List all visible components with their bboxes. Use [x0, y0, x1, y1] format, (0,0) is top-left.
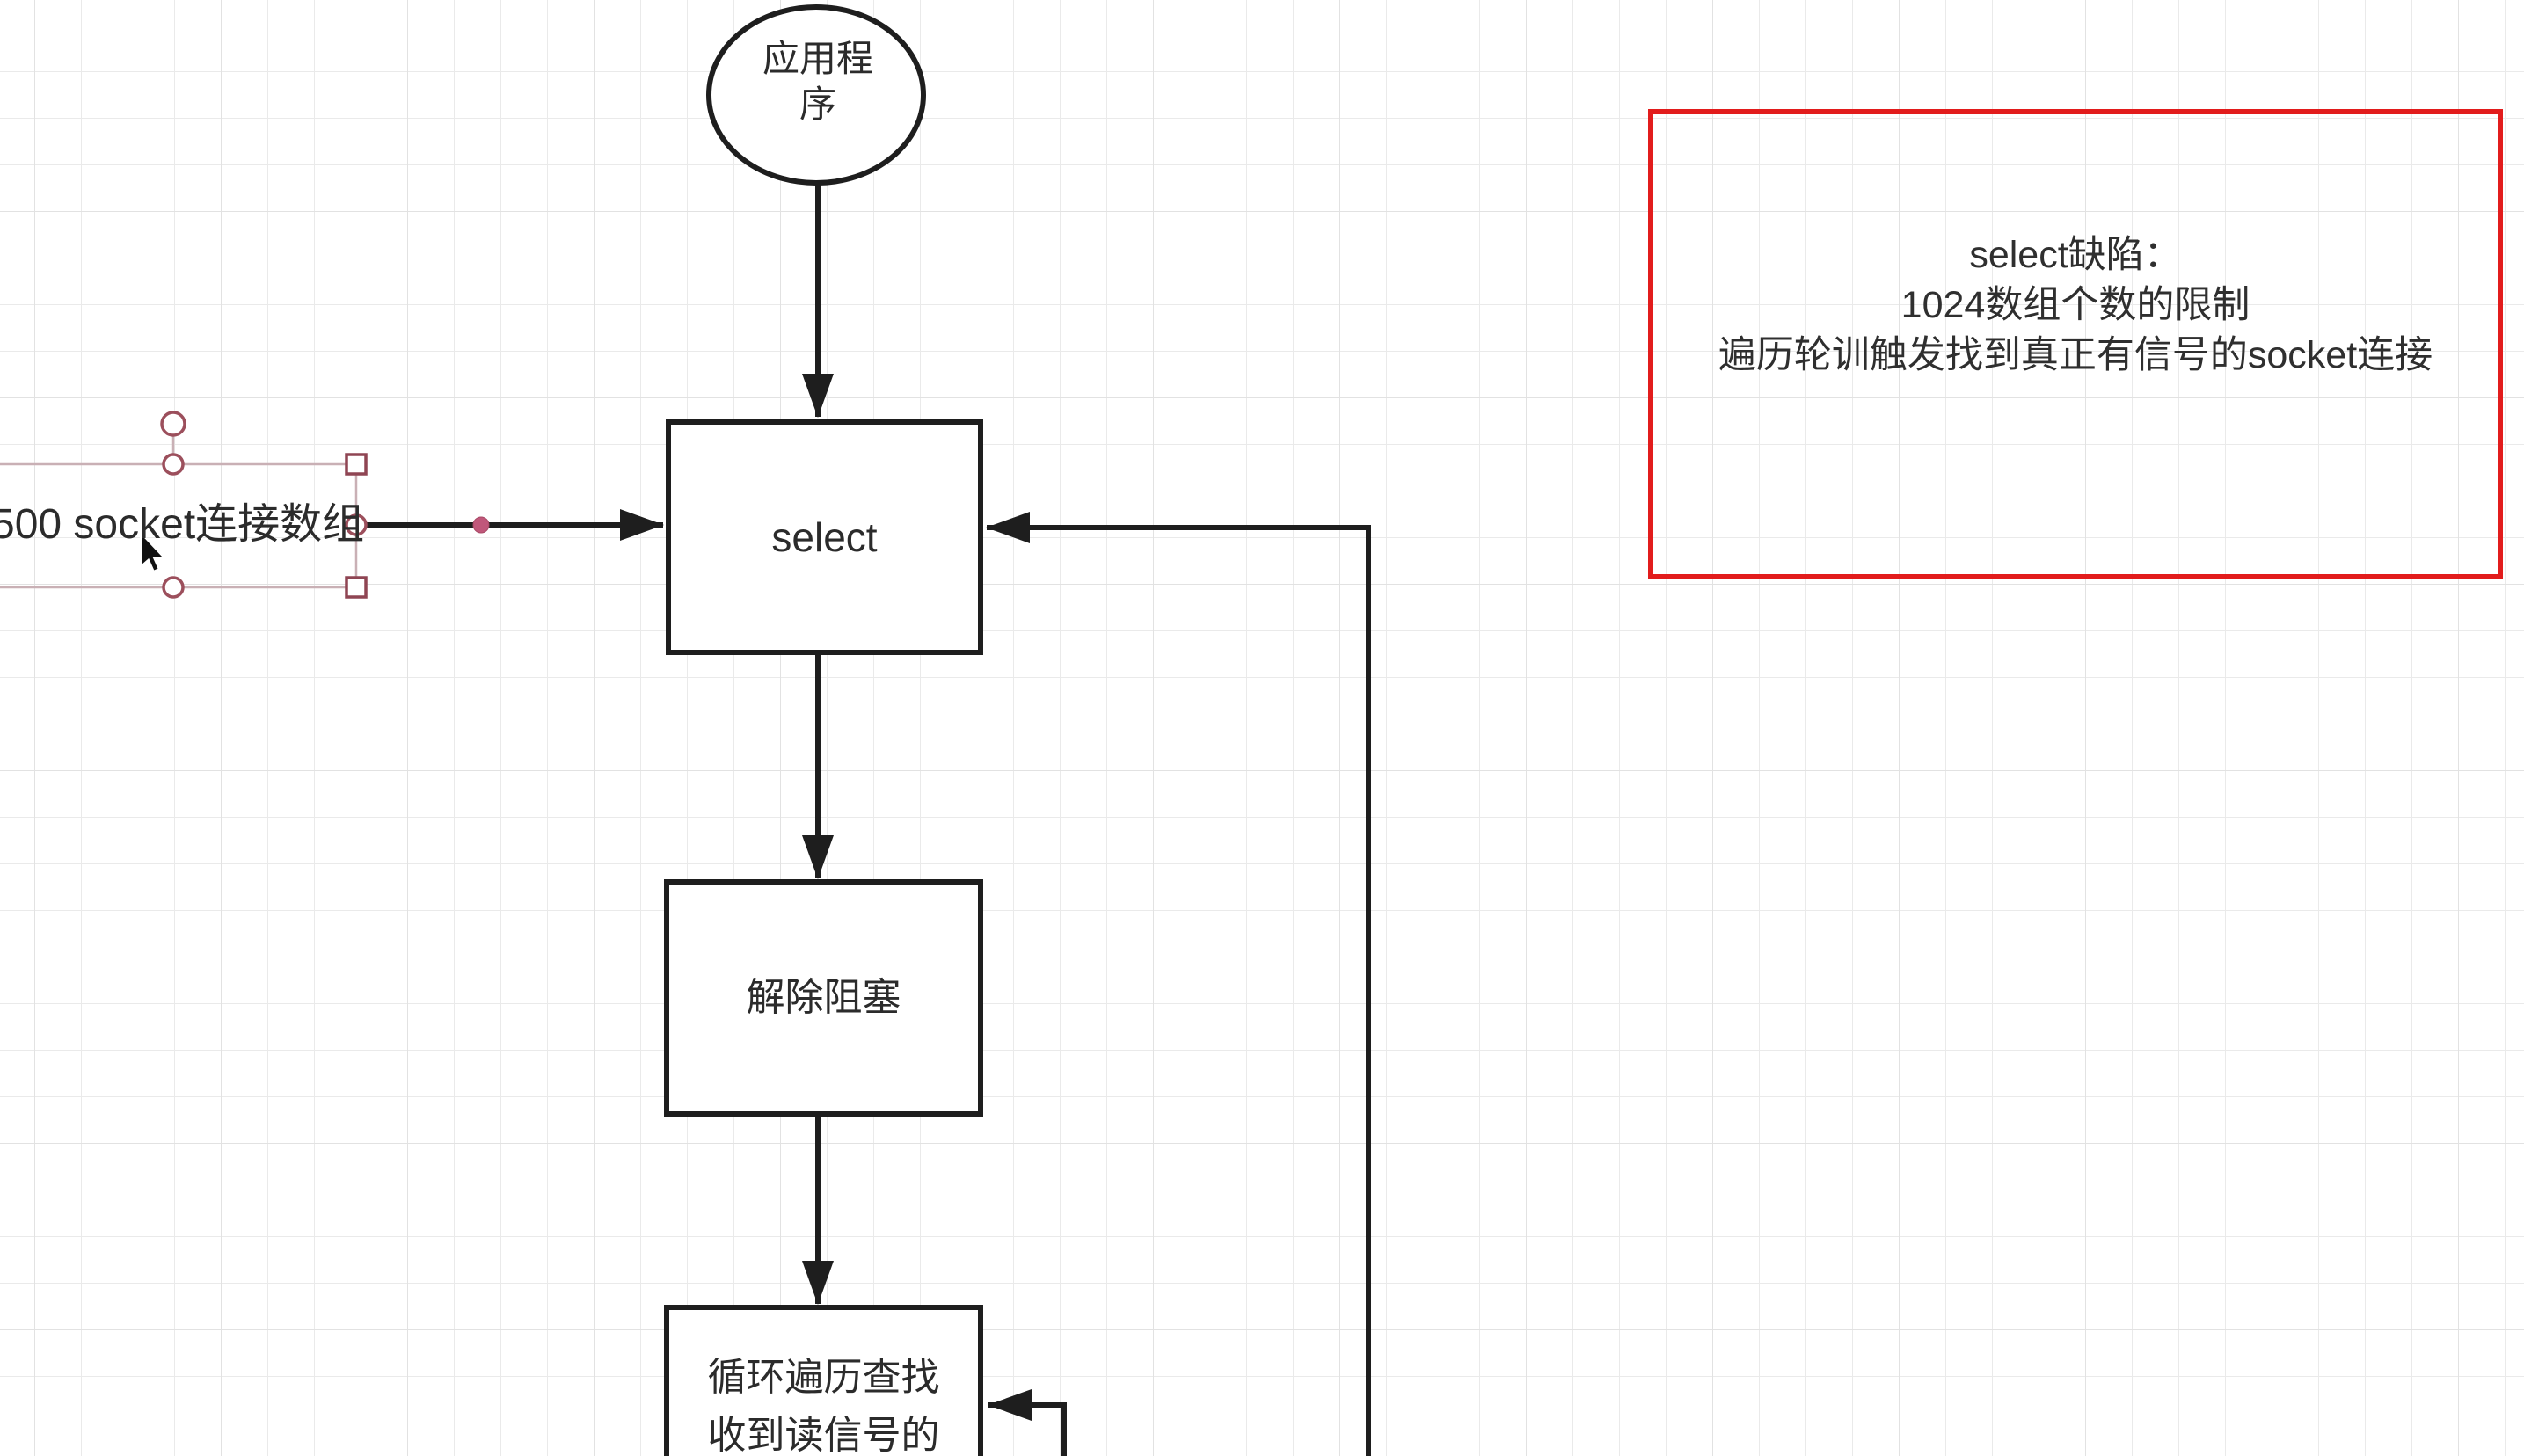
- loop-node-label[interactable]: 循环遍历查找 收到读信号的 连接: [667, 1349, 981, 1456]
- handle-mid-right[interactable]: [345, 513, 368, 536]
- app-node-label-line2: 序: [799, 84, 836, 125]
- arrow-pointer-icon: [139, 530, 166, 573]
- selection-overlay: [0, 411, 490, 599]
- unblock-node-shape[interactable]: [664, 879, 983, 1117]
- note-box-border[interactable]: [1648, 109, 2503, 579]
- loop-node-label-line2: 收到读信号的: [707, 1414, 940, 1456]
- select-node-label[interactable]: select: [668, 511, 981, 564]
- note-box-text[interactable]: select缺陷： 1024数组个数的限制 遍历轮训触发找到真正有信号的sock…: [1651, 230, 2500, 381]
- socket-array-label-text: 500 socket连接数组: [0, 501, 365, 548]
- handle-bottom-right[interactable]: [345, 576, 368, 599]
- socket-array-label[interactable]: 500 socket连接数组: [0, 496, 364, 554]
- app-node-label-line1: 应用程: [762, 38, 873, 79]
- unblock-node-label-text: 解除阻塞: [746, 976, 901, 1019]
- rotation-handle[interactable]: [160, 411, 186, 437]
- handle-bottom-center[interactable]: [162, 576, 185, 599]
- handle-top-center[interactable]: [162, 453, 185, 476]
- connector-feedback-to-select[interactable]: [986, 512, 1371, 1456]
- app-node-shape[interactable]: [706, 4, 926, 186]
- handle-top-right[interactable]: [345, 453, 368, 476]
- select-node-shape[interactable]: [666, 419, 983, 655]
- connector-loopback-to-loop[interactable]: [988, 1389, 1067, 1456]
- select-node-label-text: select: [771, 514, 878, 560]
- note-line2: 1024数组个数的限制: [1900, 284, 2250, 326]
- app-node-label[interactable]: 应用程 序: [704, 36, 932, 127]
- connector-waypoint-dot[interactable]: [472, 516, 490, 534]
- unblock-node-label[interactable]: 解除阻塞: [667, 972, 981, 1024]
- loop-node-label-line1: 循环遍历查找: [707, 1356, 940, 1399]
- loop-node-shape[interactable]: [664, 1305, 983, 1456]
- note-line3: 遍历轮训触发找到真正有信号的socket连接: [1718, 334, 2433, 376]
- note-line1: select缺陷：: [1969, 234, 2182, 276]
